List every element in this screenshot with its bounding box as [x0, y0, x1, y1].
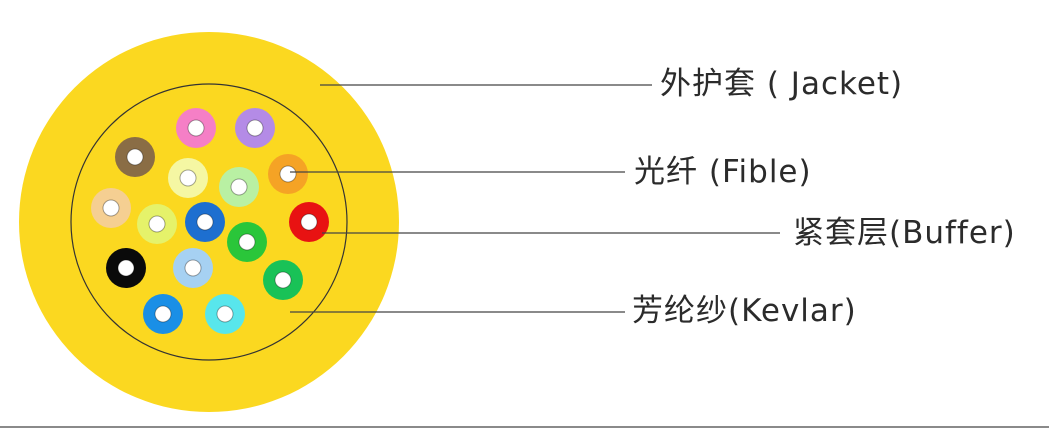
- label-fiber: 光纤 (Fible): [634, 154, 812, 190]
- label-buffer: 紧套层(Buffer): [793, 215, 1016, 251]
- fiber-azure: [143, 294, 183, 334]
- fiber-tan: [91, 188, 131, 228]
- fiber-light-blue: [173, 248, 213, 288]
- label-jacket: 外护套 ( Jacket): [660, 66, 904, 102]
- fiber-light-green: [219, 167, 259, 207]
- fiber-brown: [115, 137, 155, 177]
- fiber-blue: [185, 202, 225, 242]
- fiber-red: [289, 202, 329, 242]
- fiber-pink: [176, 108, 216, 148]
- fiber-cyan: [205, 294, 245, 334]
- label-kevlar: 芳纶纱(Kevlar): [632, 293, 857, 329]
- fiber-black: [106, 248, 146, 288]
- fiber-orange: [268, 154, 308, 194]
- fiber-bundle: [91, 108, 329, 334]
- fiber-lime: [137, 204, 177, 244]
- fiber-light-yellow: [168, 158, 208, 198]
- kevlar-boundary: [70, 83, 348, 361]
- fiber-emerald: [263, 260, 303, 300]
- fiber-violet: [235, 108, 275, 148]
- fiber-green: [227, 222, 267, 262]
- bottom-divider: [0, 426, 1049, 428]
